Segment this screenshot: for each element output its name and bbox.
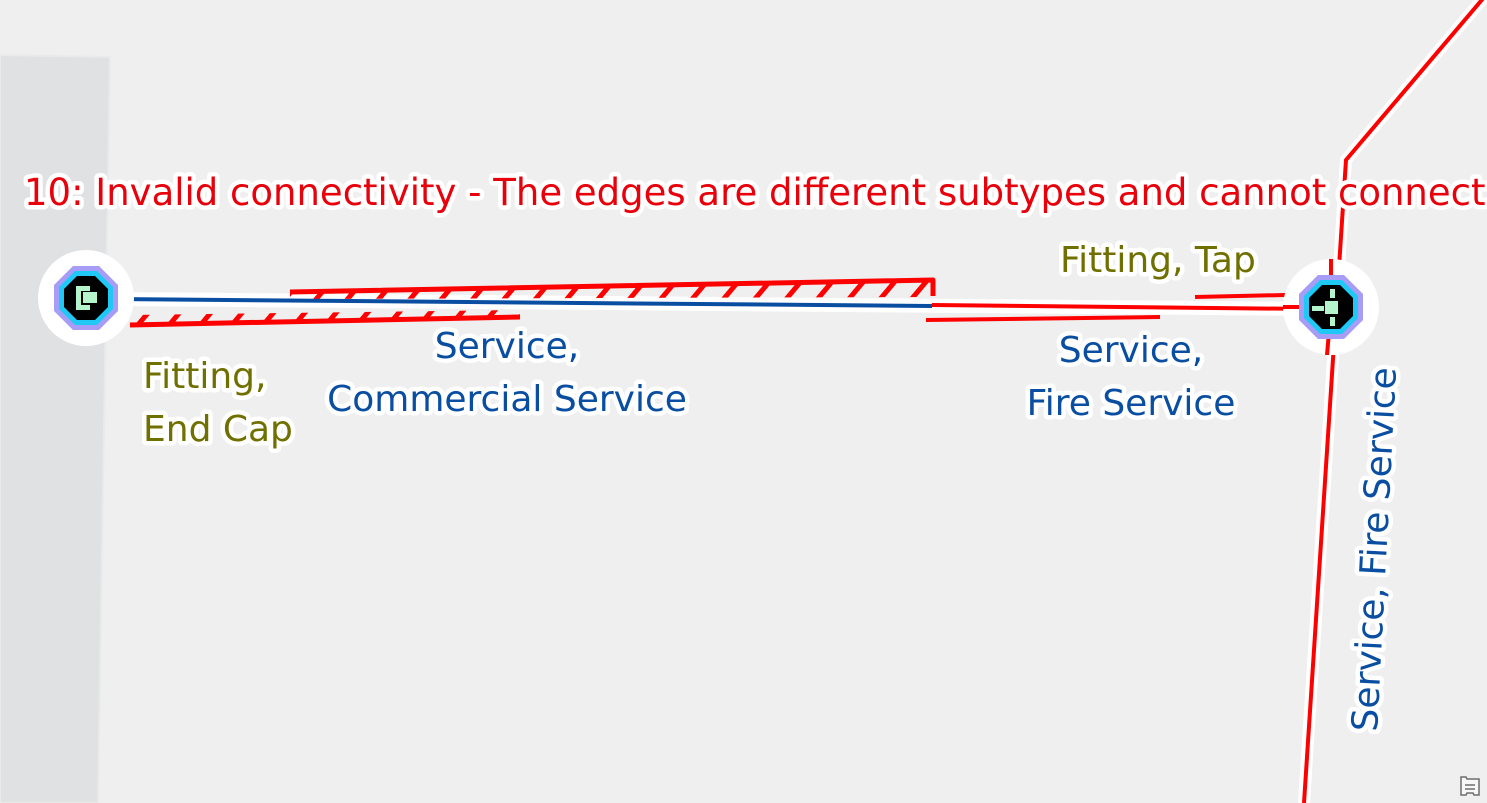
fitting-tap-label: Fitting, Tap bbox=[1060, 240, 1256, 281]
fitting-end-cap-label-line2: End Cap bbox=[143, 409, 293, 450]
fire-service-lines[interactable] bbox=[925, 0, 1486, 803]
fire-service-label-line1: Service, bbox=[1059, 330, 1204, 371]
commercial-service-label-line2: Commercial Service bbox=[327, 379, 687, 420]
fire-service-label-line2: Fire Service bbox=[1027, 383, 1236, 424]
end-cap-fitting-icon[interactable] bbox=[38, 250, 134, 346]
fire-service-vertical-label: Service, Fire Service bbox=[1345, 366, 1405, 732]
line-halos bbox=[105, 0, 1487, 803]
commercial-service-label-line1: Service, bbox=[435, 326, 580, 367]
fitting-end-cap-label-line1: Fitting, bbox=[143, 356, 266, 397]
tap-fitting-icon[interactable] bbox=[1283, 259, 1379, 356]
map-legend-icon[interactable] bbox=[1460, 776, 1480, 796]
error-label: 10: Invalid connectivity - The edges are… bbox=[24, 171, 1487, 214]
parcel-polygon bbox=[0, 53, 112, 803]
error-hatch-area bbox=[129, 277, 936, 328]
commercial-service-line[interactable] bbox=[111, 297, 933, 308]
